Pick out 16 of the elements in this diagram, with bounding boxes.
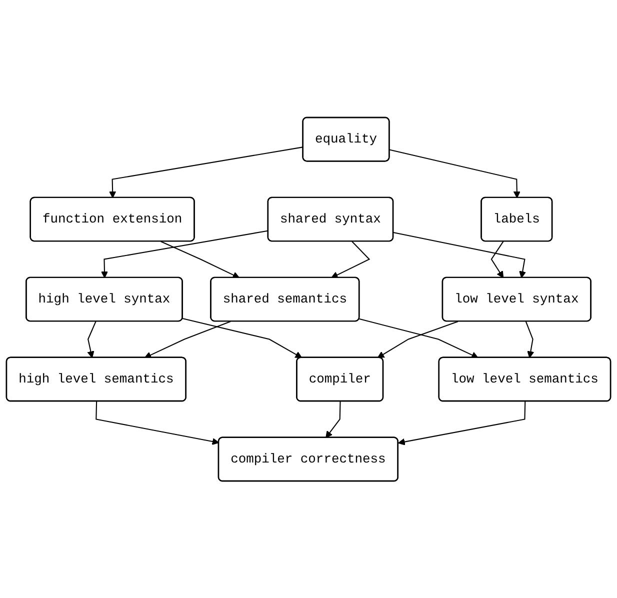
arrow — [389, 149, 520, 198]
arrow — [490, 240, 504, 278]
arrow — [87, 321, 96, 358]
arrow — [398, 401, 526, 446]
arrow — [377, 320, 458, 358]
arrow — [100, 230, 268, 278]
arrow — [144, 320, 231, 358]
arrow — [160, 240, 240, 278]
arrow — [182, 318, 302, 358]
arrow — [109, 146, 304, 198]
arrow — [326, 401, 341, 438]
arrow — [96, 401, 220, 445]
arrow — [393, 232, 526, 278]
arrow — [331, 240, 370, 278]
arrow — [525, 321, 534, 358]
arrow — [359, 318, 478, 358]
